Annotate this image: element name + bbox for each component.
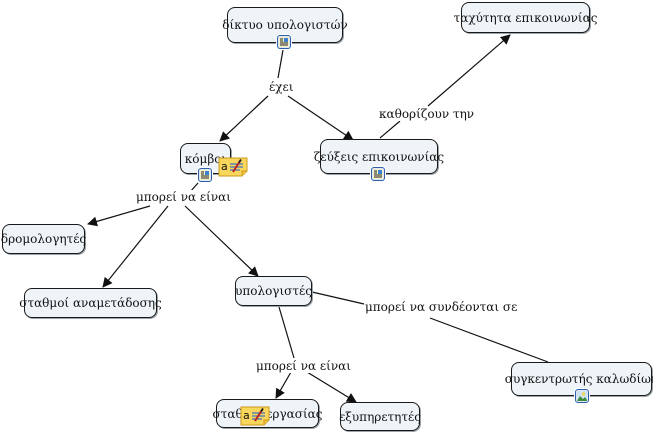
concept-label: εξυπηρετητές — [339, 409, 421, 424]
connection-mporei2-to-stathmoi_erg[interactable] — [275, 371, 292, 399]
connection-zeykseis-to-kathorizoun[interactable] — [379, 120, 401, 139]
document-image-icon[interactable] — [277, 35, 291, 49]
concept-ypologistes[interactable]: υπολογιστές — [235, 276, 312, 306]
image-icon[interactable] — [575, 389, 589, 403]
linking-phrase-exei[interactable]: έχει — [268, 80, 295, 94]
annotation-note-icon[interactable]: a — [218, 157, 248, 177]
annotation-note-icon[interactable]: a — [240, 406, 270, 426]
concept-label: κόμβοι — [184, 151, 227, 166]
connection-ypologistes-to-syndeontai[interactable] — [311, 291, 365, 305]
document-image-icon[interactable] — [198, 168, 212, 182]
connection-mporei1-to-ypologistes[interactable] — [184, 205, 259, 277]
concept-taxytita-epikoinonias[interactable]: ταχύτητα επικοινωνίας — [454, 2, 597, 33]
linking-phrase-mporei-na-einai-2[interactable]: μπορεί να είναι — [255, 359, 352, 373]
concept-exypiretites[interactable]: εξυπηρετητές — [339, 402, 421, 431]
connection-mporei1-to-stathmoi_anam[interactable] — [102, 205, 169, 288]
connection-syndeontai-to-sygkentrotis[interactable] — [429, 317, 549, 363]
concept-zeykseis-epikoinonias[interactable]: ζεύξεις επικοινωνίας — [314, 139, 444, 174]
document-image-icon[interactable] — [371, 167, 385, 181]
concept-sygkentrotis-kalodion[interactable]: συγκεντρωτής καλωδίων — [505, 362, 653, 396]
linking-phrase-mporei-na-syndeontai-se[interactable]: μπορεί να συνδέονται σε — [364, 300, 519, 314]
concept-dromologites[interactable]: δρομολογητές — [0, 224, 87, 254]
connection-ypologistes-to-mporei2[interactable] — [278, 306, 295, 359]
concept-label: δρομολογητές — [0, 232, 87, 246]
concept-label: σταθμοί αναμετάδοσης — [19, 296, 162, 310]
connection-exei-to-komvoi[interactable] — [219, 95, 269, 142]
linking-phrase-mporei-na-einai[interactable]: μπορεί να είναι — [135, 190, 232, 204]
connection-kathorizoun-to-taxytita[interactable] — [427, 34, 511, 107]
connection-diktyo-to-exei[interactable] — [277, 49, 284, 79]
concept-label: υπολογιστές — [235, 284, 312, 298]
concept-label: συγκεντρωτής καλωδίων — [504, 372, 653, 386]
concept-label: ταχύτητα επικοινωνίας — [453, 10, 598, 25]
connection-exei-to-zeykseis[interactable] — [287, 95, 354, 141]
connection-mporei1-to-dromologites[interactable] — [87, 205, 151, 227]
connection-mporei2-to-exypiretites[interactable] — [306, 371, 357, 403]
concept-diktyo-ypologiston[interactable]: δίκτυο υπολογιστών — [222, 7, 348, 43]
concept-label: ζεύξεις επικοινωνίας — [313, 149, 445, 164]
concept-stathmoi-anametadosis[interactable]: σταθμοί αναμετάδοσης — [19, 288, 162, 318]
concept-label: δίκτυο υπολογιστών — [222, 18, 348, 32]
svg-text:a: a — [243, 409, 250, 422]
svg-text:a: a — [221, 160, 228, 173]
linking-phrase-kathorizoun-tin[interactable]: καθορίζουν την — [378, 107, 476, 121]
